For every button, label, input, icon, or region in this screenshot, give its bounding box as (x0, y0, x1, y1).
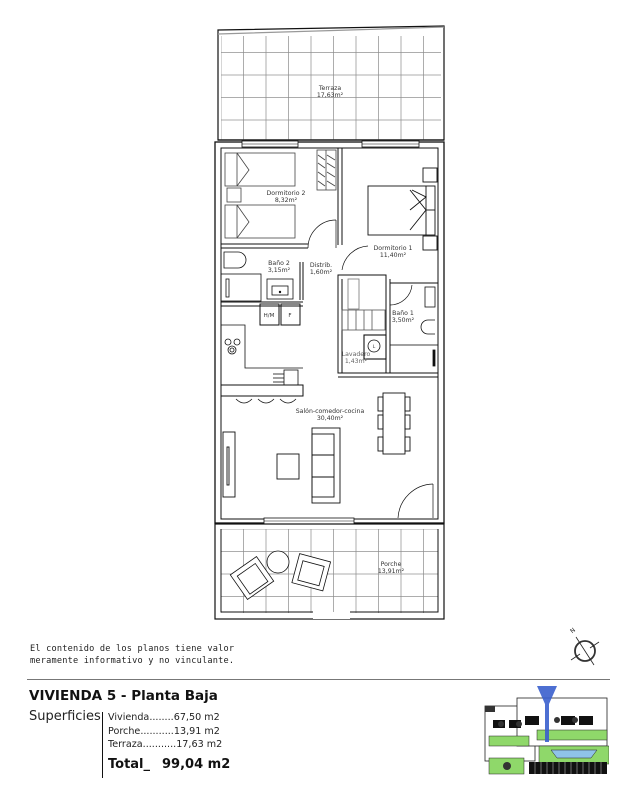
surface-row-terraza: Terraza ...........17,63 m2 (108, 739, 223, 750)
svg-text:13,91m²: 13,91m² (378, 568, 405, 575)
terraza-area (217, 25, 445, 141)
svg-text:1,60m²: 1,60m² (310, 269, 333, 276)
svg-text:Terraza: Terraza (318, 85, 342, 92)
lavadero-bano1-fixtures (341, 278, 439, 374)
surfaces-divider (102, 712, 103, 778)
svg-text:30,40m²: 30,40m² (317, 415, 344, 422)
surfaces-list: Vivienda ........67,50 m2 Porche .......… (108, 711, 222, 752)
svg-text:8,32m²: 8,32m² (275, 197, 298, 204)
svg-text:Dormitorio 1: Dormitorio 1 (374, 245, 413, 252)
dormitorio-1-bed (367, 167, 438, 251)
svg-text:Porche: Porche (381, 561, 402, 568)
svg-text:Dormitorio 2: Dormitorio 2 (267, 190, 306, 197)
total-value: 99,04 m2 (162, 757, 231, 772)
disclaimer-line-1: El contenido de los planos tiene valor (30, 644, 235, 654)
svg-text:17,63m²: 17,63m² (317, 92, 344, 99)
svg-text:3,15m²: 3,15m² (268, 267, 291, 274)
surface-row-porche: Porche ...........13,91 m2 (108, 725, 220, 737)
svg-text:Lavadero: Lavadero (342, 351, 371, 358)
site-keymap (484, 686, 609, 775)
porche-furniture (229, 550, 332, 601)
room-labels: Terraza 17,63m² Dormitorio 2 8,32m² Dorm… (264, 85, 415, 575)
surfaces-label: Superficies (29, 709, 101, 724)
surface-total: Total_ 99,04 m2 (108, 757, 230, 772)
svg-text:Salón-comedor-cocina: Salón-comedor-cocina (296, 407, 365, 415)
divider (27, 679, 610, 680)
north-compass-icon: N (569, 627, 600, 666)
floor-plan: Terraza 17,63m² Dormitorio 2 8,32m² Dorm… (214, 25, 445, 620)
svg-text:3,50m²: 3,50m² (392, 317, 415, 324)
disclaimer-text: El contenido de los planos tiene valor m… (30, 644, 234, 667)
svg-text:L: L (373, 344, 376, 350)
porche-area (214, 523, 445, 620)
svg-text:11,40m²: 11,40m² (380, 252, 407, 259)
dwelling-walls (214, 140, 445, 525)
location-marker-icon (537, 686, 557, 742)
kitchen (220, 303, 304, 404)
bano-2-fixtures (220, 251, 294, 302)
surface-row-vivienda: Vivienda ........67,50 m2 (108, 712, 220, 723)
total-label: Total_ (108, 757, 151, 772)
svg-text:1,43m²: 1,43m² (345, 358, 368, 365)
svg-text:Baño 1: Baño 1 (392, 310, 414, 317)
page-title: VIVIENDA 5 - Planta Baja (29, 688, 218, 704)
disclaimer-line-2: meramente informativo y no vinculante. (30, 655, 235, 666)
salon-furniture (222, 392, 411, 504)
interior-walls (221, 148, 438, 519)
svg-text:Distrib.: Distrib. (310, 262, 332, 269)
svg-text:N: N (569, 627, 577, 635)
svg-text:F: F (288, 313, 291, 319)
svg-text:H/M: H/M (264, 313, 275, 319)
dormitorio-2-beds (224, 149, 337, 239)
svg-text:Baño 2: Baño 2 (268, 260, 290, 267)
